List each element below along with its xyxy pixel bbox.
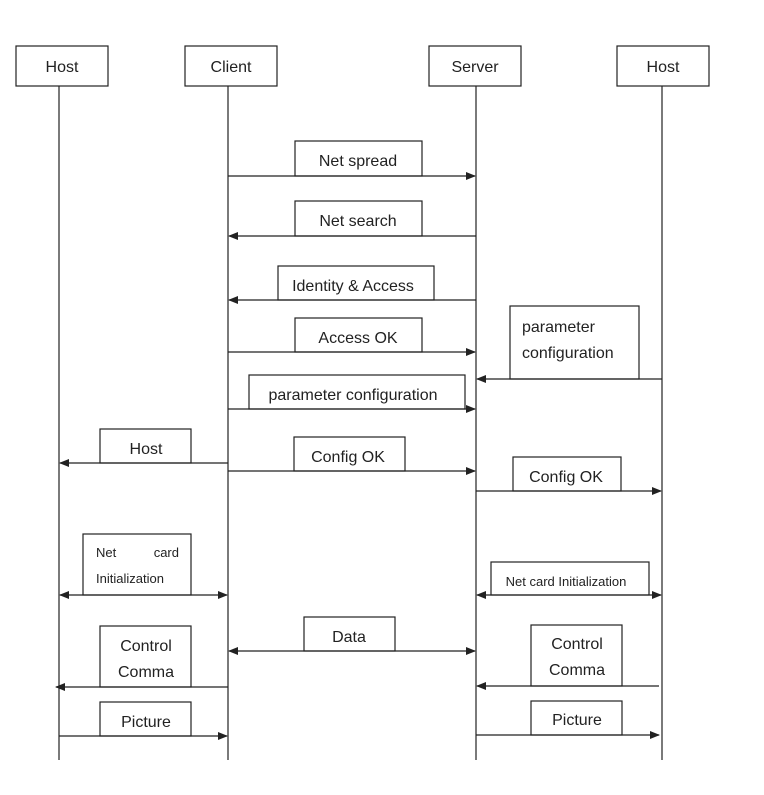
message-net-search: Net search [228,200,476,240]
net-card-right-label: Net card Initialization [506,574,627,589]
config-ok-right-label: Config OK [529,469,603,486]
actor-client: Client [184,45,278,87]
message-data: Data [228,616,476,655]
net-spread-label: Net spread [319,153,397,170]
message-host: Host [59,428,228,467]
control-left-line1: Control [120,638,172,655]
net-card-left-word1: Net [96,545,117,560]
actor-server: Server [428,45,522,87]
message-param-config-right: parameter configuration [476,305,662,383]
actor-host-right: Host [616,45,710,87]
actor-host-left-label: Host [46,59,79,76]
control-right-line1: Control [551,636,603,653]
message-control-left: Control Comma [55,625,228,691]
message-picture-left: Picture [59,701,228,740]
net-card-left-word2: card [154,545,179,560]
param-config-center-label: parameter configuration [269,387,438,404]
data-label: Data [332,629,366,646]
net-card-left-line2: Initialization [96,571,164,586]
actor-host-left: Host [15,45,109,87]
config-ok-center-label: Config OK [311,449,385,466]
message-net-card-init-left: Net card Initialization [59,533,228,599]
message-picture-right: Picture [476,700,660,739]
host-msg-label: Host [130,441,163,458]
message-identity-access: Identity & Access [228,265,476,304]
control-left-line2: Comma [118,664,174,681]
identity-access-label: Identity & Access [292,278,414,295]
control-right-line2: Comma [549,662,605,679]
message-net-spread: Net spread [228,140,476,180]
message-config-ok-center: Config OK [228,436,476,475]
message-net-card-init-right: Net card Initialization [476,561,662,599]
actor-server-label: Server [451,59,499,76]
message-config-ok-right: Config OK [476,456,662,495]
message-access-ok: Access OK [228,317,476,356]
message-param-config-center: parameter configuration [228,374,476,413]
actor-host-right-label: Host [647,59,680,76]
message-control-right: Control Comma [476,624,659,690]
access-ok-label: Access OK [318,330,397,347]
picture-left-label: Picture [121,714,171,731]
param-config-right-line2: configuration [522,345,614,362]
net-search-label: Net search [319,213,396,230]
picture-right-label: Picture [552,712,602,729]
actor-client-label: Client [211,59,252,76]
param-config-right-line1: parameter [522,319,596,336]
